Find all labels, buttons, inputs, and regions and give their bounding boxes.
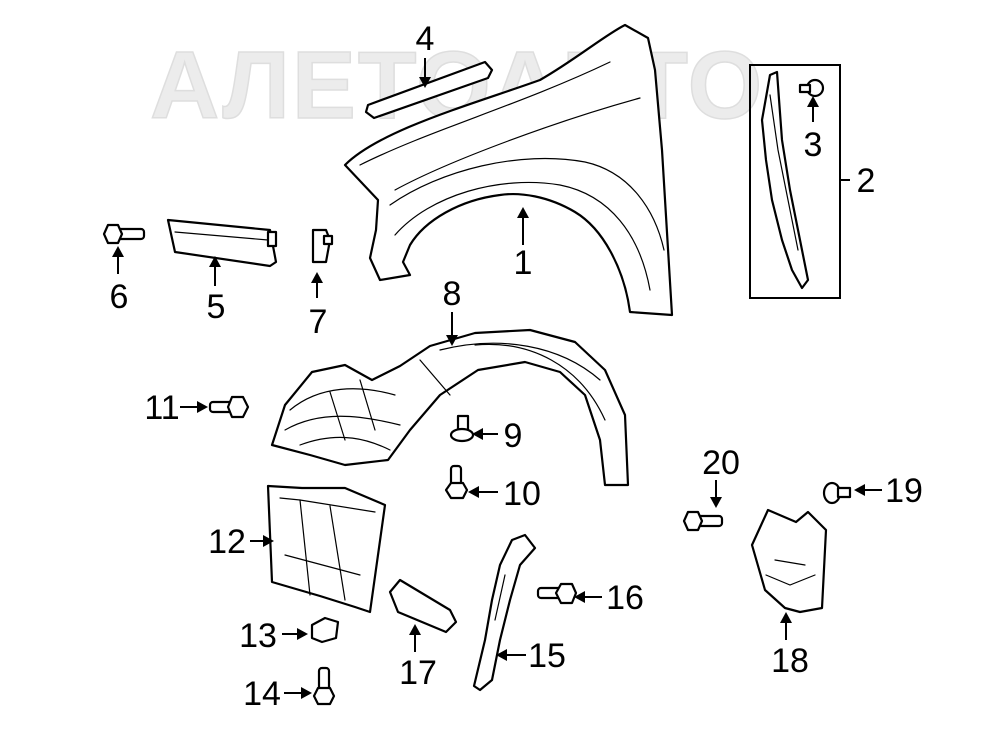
seal-strip-part <box>472 533 537 692</box>
callout-6: 6 <box>110 278 129 316</box>
arrowhead <box>301 687 312 699</box>
arrowhead <box>311 272 323 283</box>
arrowhead <box>468 486 479 498</box>
bolt-14-part <box>312 666 336 706</box>
callout-18: 18 <box>771 642 809 680</box>
leader-lines <box>112 58 882 699</box>
callout-2: 2 <box>857 162 876 200</box>
seal-part <box>760 70 810 290</box>
arrowhead <box>780 612 792 623</box>
callout-17: 17 <box>399 654 437 692</box>
callout-20: 20 <box>702 444 740 482</box>
callout-labels: 1 2 3 4 5 6 7 8 9 10 11 12 13 14 15 16 1… <box>110 20 923 713</box>
arrowhead <box>419 77 431 88</box>
splash-shield-part <box>266 484 387 614</box>
clip-19-part <box>822 481 852 505</box>
callout-3: 3 <box>804 126 823 164</box>
callout-15: 15 <box>528 637 566 675</box>
clip-9-part <box>449 414 475 443</box>
callout-4: 4 <box>416 20 435 58</box>
mud-flap-part <box>750 508 828 614</box>
callout-10: 10 <box>503 475 541 513</box>
arrowhead <box>574 591 585 603</box>
arrowhead <box>297 628 308 640</box>
arrowhead <box>209 256 221 267</box>
arrowhead <box>807 96 819 107</box>
reflector-part <box>388 578 458 634</box>
callout-12: 12 <box>208 523 246 561</box>
arrowhead <box>263 535 274 547</box>
callout-5: 5 <box>207 288 226 326</box>
arrowhead <box>710 497 722 508</box>
callout-19: 19 <box>885 472 923 510</box>
seal-assembly <box>749 64 841 299</box>
arrowhead <box>112 246 124 257</box>
callout-7: 7 <box>309 303 328 341</box>
arrowhead <box>197 401 208 413</box>
bracket-5-part <box>166 218 278 268</box>
clip-3-part <box>798 78 825 98</box>
arrowhead <box>409 624 421 635</box>
arrowhead <box>517 207 529 218</box>
molding-strip-part <box>364 60 494 120</box>
arrowhead <box>446 335 458 346</box>
arrowhead <box>472 428 483 440</box>
callout-16: 16 <box>606 579 644 617</box>
callout-1: 1 <box>514 244 533 282</box>
bolt-10-part <box>444 464 469 500</box>
fender-liner-part <box>270 328 630 487</box>
arrowhead <box>854 484 865 496</box>
arrowhead <box>496 649 507 661</box>
bolt-20-part <box>682 510 724 532</box>
seal-group-frame <box>749 64 841 299</box>
callout-11: 11 <box>144 389 179 427</box>
callout-13: 13 <box>239 617 277 655</box>
bolt-6-part <box>102 223 146 245</box>
clip-7-part <box>311 228 334 264</box>
callout-9: 9 <box>504 417 523 455</box>
callout-8: 8 <box>443 275 462 313</box>
bolt-16-part <box>536 582 578 605</box>
fender-part <box>343 23 674 317</box>
callout-14: 14 <box>243 675 281 713</box>
nut-13-part <box>310 616 340 644</box>
bolt-11-part <box>208 395 250 419</box>
